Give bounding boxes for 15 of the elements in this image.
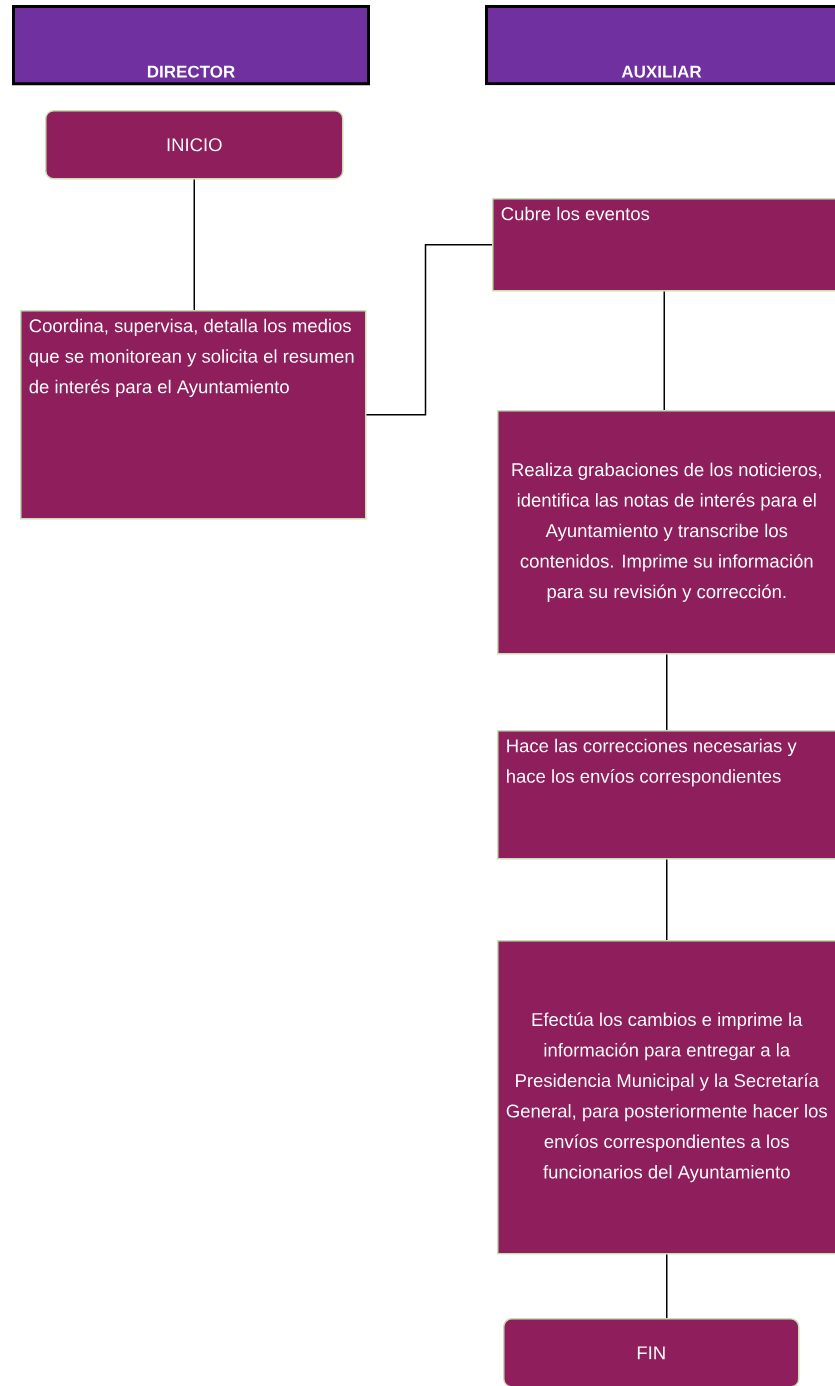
start-box: INICIO bbox=[45, 110, 344, 180]
connector-line bbox=[666, 858, 668, 941]
process-box: Cubre los eventos bbox=[492, 198, 835, 292]
process-box: Coordina, supervisa, detalla los medios que se monitorean y solicita el resumen de interés para el Ayuntamiento bbox=[20, 310, 367, 520]
lane-header: AUXILIAR bbox=[485, 5, 835, 86]
connector-line bbox=[666, 653, 668, 731]
process-box: Hace las correcciones necesarias y hace los envíos correspondientes bbox=[497, 730, 835, 860]
connector-line bbox=[365, 244, 493, 416]
connector-line bbox=[666, 1253, 668, 1319]
connector-line bbox=[193, 178, 195, 311]
connector-line bbox=[663, 290, 665, 411]
lane-header: DIRECTOR bbox=[12, 5, 370, 86]
end-box: FIN bbox=[503, 1318, 800, 1386]
process-box: Realiza grabaciones de los noticieros, identifica las notas de interés para el Ayuntamiento y transcribe los contenidos. Imprime su información para su revisión y corrección. bbox=[497, 410, 835, 655]
process-box: Efectúa los cambios e imprime la información para entregar a la Presidencia Municipal y la Secretaría General, para posteriormente hacer los envíos correspondientes a los funcionarios del Ayuntamiento bbox=[497, 940, 835, 1255]
